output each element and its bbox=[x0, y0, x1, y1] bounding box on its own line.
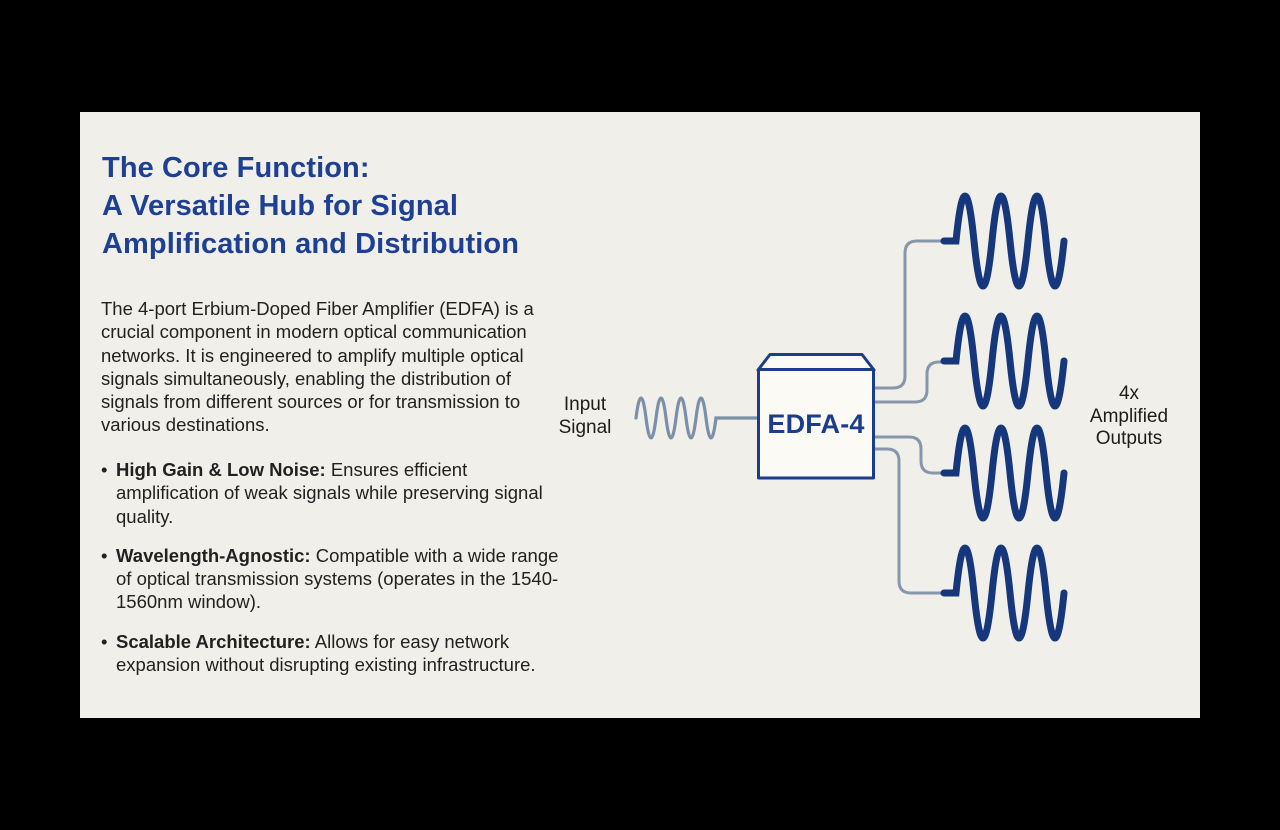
bullet-dot: • bbox=[101, 544, 108, 566]
output-wave-4-icon bbox=[940, 544, 1068, 642]
output-wave-3-icon bbox=[940, 424, 1068, 522]
output-label-line-3: Outputs bbox=[1095, 428, 1163, 449]
bullet-dot: • bbox=[101, 630, 108, 652]
bullet-item-high-gain: • High Gain & Low Noise: Ensures efficie… bbox=[101, 458, 561, 528]
bullet-item-wavelength-agnostic: • Wavelength-Agnostic: Compatible with a… bbox=[101, 544, 561, 614]
connector-line-3 bbox=[870, 435, 948, 475]
bullet-item-scalable-architecture: • Scalable Architecture: Allows for easy… bbox=[101, 630, 561, 677]
output-label-line-2: Amplified bbox=[1089, 405, 1169, 427]
bullet-text: Ensures efficient amplification of weak … bbox=[116, 459, 543, 527]
connector-line-4 bbox=[870, 447, 948, 595]
slide: The Core Function: A Versatile Hub for S… bbox=[80, 112, 1200, 718]
connector-line-2 bbox=[870, 360, 948, 404]
input-wave-icon bbox=[634, 396, 759, 440]
page-title: The Core Function: A Versatile Hub for S… bbox=[102, 149, 519, 263]
device-box bbox=[757, 368, 875, 480]
input-label-line-1: Input bbox=[563, 394, 607, 415]
amplified-outputs-label: 4x Amplified Outputs bbox=[1079, 383, 1179, 451]
bullet-lead: Scalable Architecture: bbox=[116, 630, 311, 652]
input-label-line-2: Signal bbox=[558, 416, 612, 438]
bullet-text: Compatible with a wide range of optical … bbox=[116, 544, 559, 613]
title-line-1: The Core Function: bbox=[102, 152, 370, 184]
output-wave-2-icon bbox=[940, 312, 1068, 410]
bullet-lead: High Gain & Low Noise: bbox=[116, 459, 326, 480]
bullet-list: • High Gain & Low Noise: Ensures efficie… bbox=[101, 458, 561, 676]
output-label-line-1: 4x bbox=[1118, 383, 1140, 404]
output-wave-1-icon bbox=[940, 192, 1068, 290]
title-line-2: A Versatile Hub for Signal bbox=[102, 190, 459, 222]
input-signal-label: Input Signal bbox=[550, 394, 620, 439]
intro-paragraph: The 4-port Erbium-Doped Fiber Amplifier … bbox=[101, 298, 534, 436]
device-box-lid bbox=[756, 353, 876, 372]
bullet-text: Allows for easy network expansion withou… bbox=[116, 630, 536, 676]
bullet-lead: Wavelength-Agnostic: bbox=[116, 544, 311, 566]
connector-line-1 bbox=[870, 239, 948, 390]
title-line-3: Amplification and Distribution bbox=[102, 228, 520, 260]
device-label: EDFA-4 bbox=[767, 408, 865, 439]
bullet-dot: • bbox=[101, 459, 108, 480]
